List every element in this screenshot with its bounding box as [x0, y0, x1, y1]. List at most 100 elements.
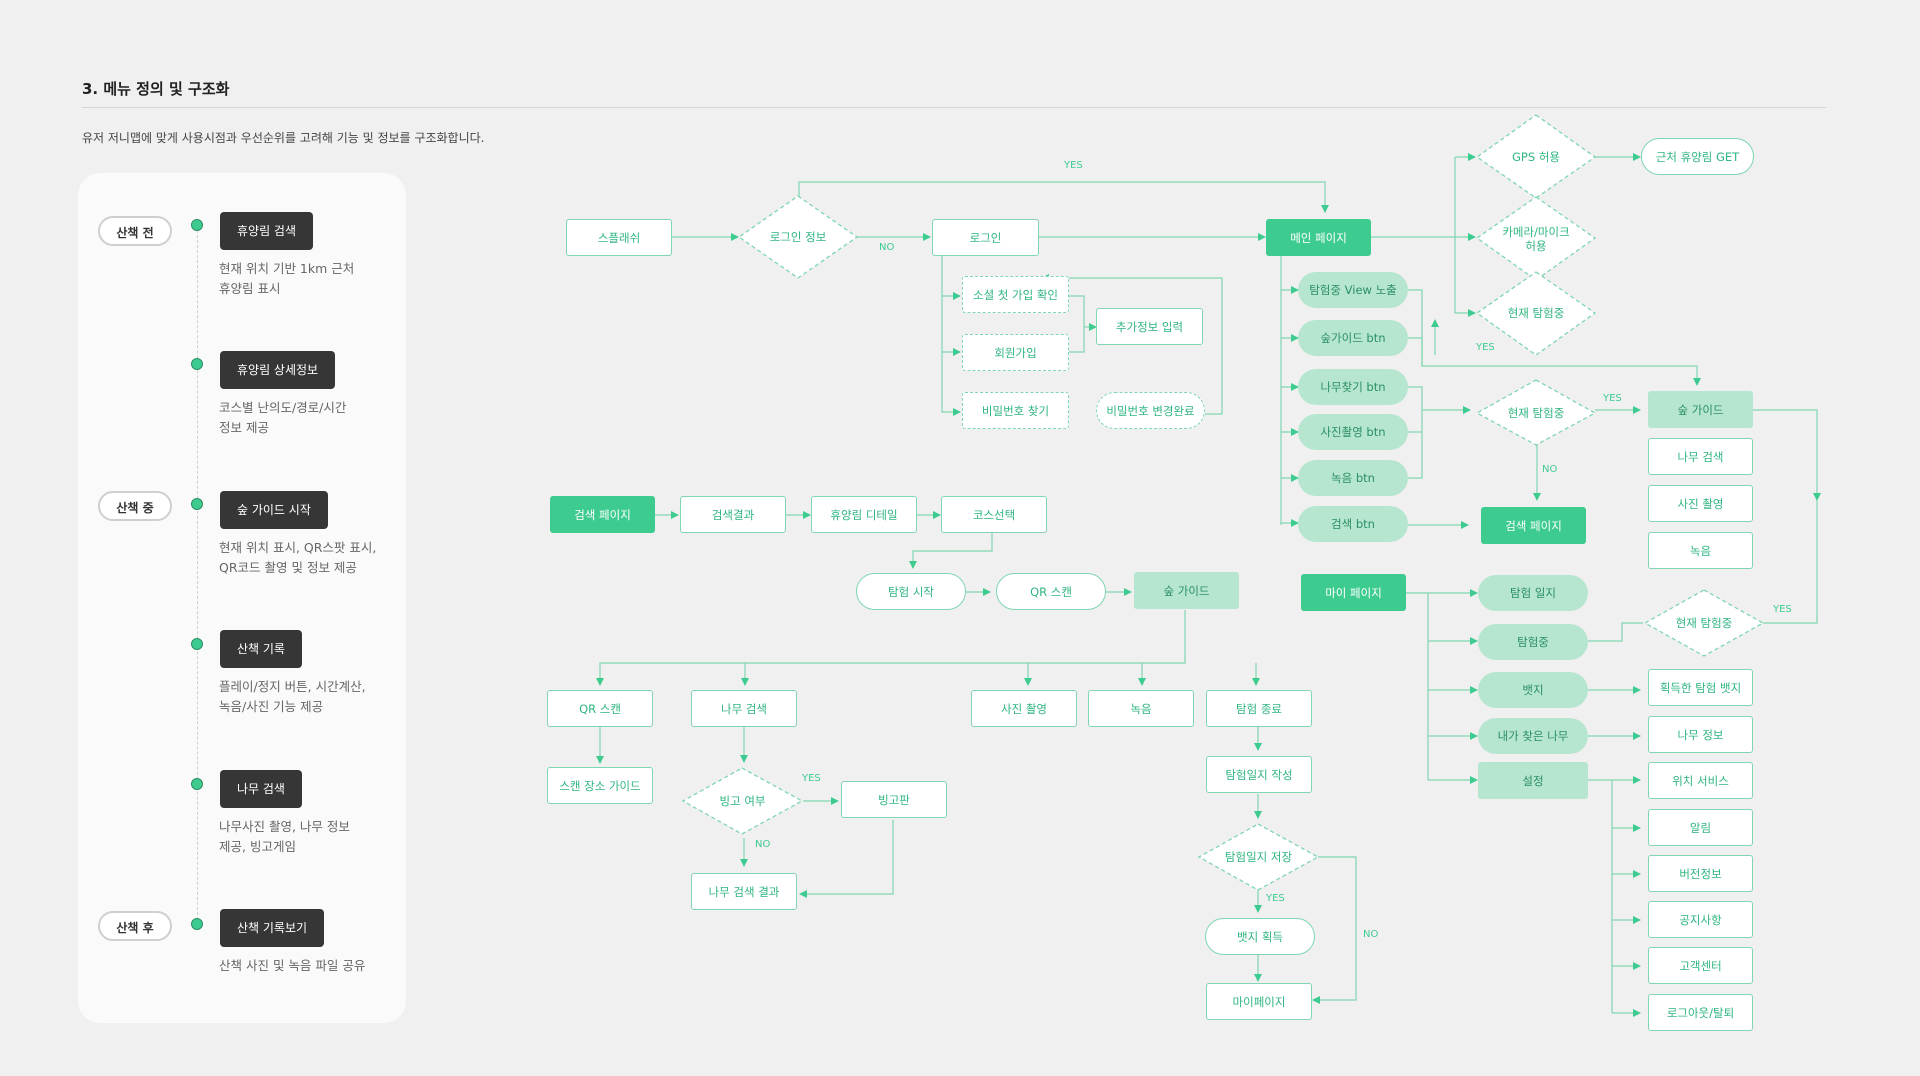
node-forest-guide-center: 숲 가이드	[1134, 572, 1239, 609]
bingo-diamond	[681, 767, 804, 835]
timeline-dot	[191, 918, 203, 930]
feature-record-view: 산책 기록보기	[220, 909, 325, 947]
node-earned-badges: 획득한 탐험 뱃지	[1648, 669, 1753, 706]
node-tree-search-right: 나무 검색	[1648, 438, 1753, 475]
yes-label: YES	[802, 773, 821, 784]
timeline-dot	[191, 498, 203, 510]
section-subtitle: 유저 저니맵에 맞게 사용시점과 우선순위를 고려해 기능 및 정보를 구조화합…	[82, 131, 485, 145]
yes-label: YES	[1476, 342, 1495, 353]
node-customer-center: 고객센터	[1648, 947, 1753, 984]
node-nearby-get: 근처 휴양림 GET	[1641, 138, 1754, 175]
exploring-diamond-3	[1643, 589, 1765, 657]
login-info-diamond	[737, 195, 859, 279]
yes-label: YES	[1773, 604, 1792, 615]
feature-desc: 코스별 난의도/경로/시간 정보 제공	[219, 400, 347, 435]
timeline-dot	[191, 778, 203, 790]
node-forest-guide-btn: 숲가이드 btn	[1298, 320, 1408, 356]
timeline-dot	[191, 638, 203, 650]
node-mypage-end: 마이페이지	[1206, 983, 1312, 1020]
node-notice: 공지사항	[1648, 901, 1753, 938]
node-location-service: 위치 서비스	[1648, 762, 1753, 799]
feature-desc: 플레이/정지 버튼, 시간계산, 녹음/사진 기능 제공	[219, 679, 366, 714]
node-record-center: 녹음	[1088, 690, 1194, 727]
node-logout: 로그아웃/탈퇴	[1648, 994, 1753, 1031]
node-tree-search: 나무 검색	[691, 690, 797, 727]
node-course-select: 코스선택	[941, 496, 1047, 533]
timeline-dot	[191, 219, 203, 231]
node-photo-btn: 사진촬영 btn	[1298, 414, 1408, 450]
node-qr-scan-2: QR 스캔	[547, 690, 653, 727]
feature-walk-record: 산책 기록	[220, 630, 302, 668]
node-settings: 설정	[1478, 762, 1588, 799]
node-camera-mic: 카메라/마이크 허용	[1502, 225, 1570, 253]
node-search-result: 검색결과	[680, 496, 786, 533]
node-login: 로그인	[932, 219, 1039, 256]
feature-forest-detail: 휴양림 상세정보	[220, 351, 336, 389]
node-find-tree-btn: 나무찾기 btn	[1298, 369, 1408, 405]
phase-before: 산책 전	[98, 216, 172, 246]
node-photo-right: 사진 촬영	[1648, 485, 1753, 522]
header-divider	[82, 107, 1826, 108]
node-exploring-now-1: 현재 탐험중	[1507, 306, 1565, 320]
node-exploring-view: 탐험중 View 노출	[1298, 272, 1408, 308]
timeline-dot	[191, 358, 203, 370]
node-exploring: 탐험중	[1478, 624, 1588, 660]
no-label: NO	[879, 242, 895, 253]
node-social-check: 소셜 첫 가입 확인	[962, 276, 1069, 313]
node-scan-guide: 스캔 장소 가이드	[547, 767, 653, 804]
feature-desc: 현재 위치 기반 1km 근처 휴양림 표시	[219, 261, 355, 296]
node-photo-center: 사진 촬영	[971, 690, 1077, 727]
exploring-diamond-2	[1475, 379, 1597, 446]
node-forest-guide-right: 숲 가이드	[1648, 391, 1753, 428]
journal-save-diamond	[1197, 823, 1320, 891]
node-login-info: 로그인 정보	[769, 230, 827, 244]
feature-desc: 현재 위치 표시, QR스팟 표시, QR코드 촬영 및 정보 제공	[219, 540, 377, 575]
node-splash: 스플래쉬	[566, 219, 672, 256]
node-record-btn: 녹음 btn	[1298, 460, 1408, 496]
feature-desc: 나무사진 촬영, 나무 정보 제공, 빙고게임	[219, 819, 350, 854]
node-tree-result: 나무 검색 결과	[691, 873, 797, 910]
no-label: NO	[1542, 464, 1558, 475]
node-extra-info: 추가정보 입력	[1096, 308, 1203, 345]
node-signup: 회원가입	[962, 334, 1069, 371]
node-journal-save: 탐험일지 저장	[1224, 850, 1293, 864]
yes-label: YES	[1603, 393, 1622, 404]
node-badge: 뱃지	[1478, 672, 1588, 708]
feature-forest-search: 휴양림 검색	[220, 212, 314, 250]
node-main-page: 메인 페이지	[1266, 219, 1371, 256]
node-exploring-now-2: 현재 탐험중	[1507, 406, 1565, 420]
no-label: NO	[1363, 929, 1379, 940]
node-bingo-check: 빙고 여부	[719, 794, 766, 808]
node-my-trees: 내가 찾은 나무	[1478, 718, 1588, 754]
yes-label: YES	[1266, 893, 1285, 904]
yes-label: YES	[1064, 160, 1083, 171]
node-password-changed: 비밀번호 변경완료	[1096, 392, 1205, 429]
feature-guide-start: 숲 가이드 시작	[220, 491, 328, 529]
node-gps-allow: GPS 허용	[1512, 150, 1560, 164]
node-search-page: 검색 페이지	[550, 496, 655, 533]
phase-after: 산책 후	[98, 911, 172, 941]
gps-diamond	[1475, 114, 1597, 199]
feature-tree-search: 나무 검색	[220, 770, 302, 808]
node-qr-scan: QR 스캔	[996, 573, 1106, 610]
node-journal: 탐험 일지	[1478, 575, 1588, 611]
phase-during: 산책 중	[98, 491, 172, 521]
feature-desc: 산책 사진 및 녹음 파일 공유	[219, 958, 366, 973]
node-tree-info: 나무 정보	[1648, 716, 1753, 753]
node-exploring-now-3: 현재 탐험중	[1675, 616, 1733, 630]
node-my-page: 마이 페이지	[1301, 574, 1406, 611]
camera-mic-diamond	[1475, 196, 1597, 281]
timeline-line	[197, 230, 198, 930]
node-find-password: 비밀번호 찾기	[962, 392, 1069, 429]
node-record-right: 녹음	[1648, 532, 1753, 569]
node-forest-detail: 휴양림 디테일	[811, 496, 917, 533]
exploring-diamond-1	[1475, 271, 1597, 356]
node-search-btn: 검색 btn	[1298, 506, 1408, 542]
node-explore-start: 탐험 시작	[856, 573, 966, 610]
node-version: 버전정보	[1648, 855, 1753, 892]
node-notifications: 알림	[1648, 809, 1753, 846]
section-title: 3. 메뉴 정의 및 구조화	[82, 80, 230, 98]
node-bingo-board: 빙고판	[841, 781, 947, 818]
no-label: NO	[755, 839, 771, 850]
